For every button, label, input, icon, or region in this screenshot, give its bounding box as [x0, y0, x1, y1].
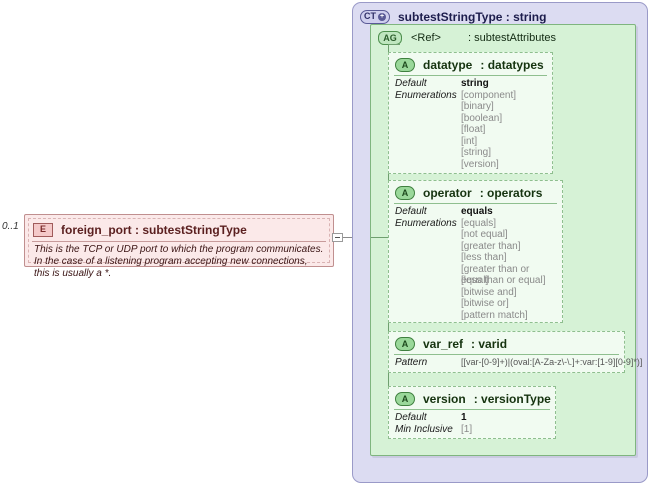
facet-list-var-ref: Pattern [[var-[0-9]+)|(oval:[A-Za-z\-\.]+… — [395, 357, 642, 369]
facet-row: [not equal] — [395, 229, 558, 241]
attribute-group-ref-label: <Ref> — [411, 32, 441, 44]
facet-value: [int] — [461, 135, 478, 147]
attribute-name-operator: operator — [423, 186, 472, 200]
facet-list-version: Default 1 Min Inclusive [1] — [395, 412, 551, 435]
facet-row: Min Inclusive [1] — [395, 424, 551, 436]
facet-value: [1] — [461, 423, 473, 435]
attribute-box-operator[interactable]: A operator : operators Default equals Enu… — [388, 180, 563, 323]
attribute-divider — [394, 354, 619, 355]
complextype-badge-label: CT — [364, 11, 376, 21]
attribute-name-datatype: datatype — [423, 58, 473, 72]
attribute-badge-icon: A — [395, 337, 415, 351]
facet-row: [less than or equal] — [395, 275, 558, 287]
facet-row: [greater than] — [395, 241, 558, 253]
facet-row: [version] — [395, 159, 548, 171]
facet-value: [bitwise or] — [461, 298, 509, 309]
facet-row: [bitwise and] — [395, 287, 558, 299]
facet-row: [pattern match] — [395, 310, 558, 322]
facet-label: Enumerations — [395, 217, 457, 229]
element-description: This is the TCP or UDP port to which the… — [34, 244, 324, 279]
facet-value: 1 — [461, 412, 467, 423]
facet-label: Enumerations — [395, 89, 457, 101]
facet-row: [float] — [395, 124, 548, 136]
attribute-header-datatype: A datatype : datatypes — [395, 56, 544, 74]
facet-value: [component] — [461, 89, 517, 101]
facet-label: Default — [395, 78, 427, 89]
facet-value: [[var-[0-9]+)|(oval:[A-Za-z\-\.]+:var:[1… — [461, 357, 643, 367]
facet-value: [greater than] — [461, 240, 521, 252]
attribute-group-header: AG <Ref> : subtestAttributes — [378, 30, 556, 46]
element-header: E foreign_port : subtestStringType — [33, 219, 327, 240]
facet-row: [less than] — [395, 252, 558, 264]
facet-row: Enumerations [component] — [395, 90, 548, 102]
element-name-label: foreign_port : subtestStringType — [61, 222, 247, 237]
attribute-header-var-ref: A var_ref : varid — [395, 335, 507, 353]
facet-value: equals — [461, 206, 493, 217]
attribute-badge-icon: A — [395, 186, 415, 200]
attribute-box-version[interactable]: A version : versionType Default 1 Min Inc… — [388, 386, 556, 439]
attribute-type-operator: : operators — [479, 186, 543, 200]
facet-row: [string] — [395, 147, 548, 159]
facet-row: Enumerations [equals] — [395, 218, 558, 230]
facet-row: Default equals — [395, 206, 558, 218]
facet-label: Pattern — [395, 357, 428, 368]
attribute-group-type-label: : subtestAttributes — [467, 32, 557, 44]
facet-value: [equals] — [461, 217, 497, 229]
attribute-box-var-ref[interactable]: A var_ref : varid Pattern [[var-[0-9]+)|(… — [388, 331, 642, 373]
attribute-badge-icon: A — [395, 58, 415, 72]
facet-value: [version] — [461, 158, 499, 170]
attribute-name-var-ref: var_ref — [423, 337, 464, 351]
complextype-expand-icon[interactable]: CT+ — [360, 9, 390, 24]
facet-row: [int] — [395, 136, 548, 148]
facet-value: [string] — [461, 147, 492, 158]
complextype-header: CT+ subtestStringType : string — [360, 8, 546, 25]
attribute-divider — [394, 75, 547, 76]
plus-icon: + — [378, 12, 386, 21]
attribute-badge-icon: A — [395, 392, 415, 406]
attribute-type-version: : versionType — [473, 392, 551, 406]
attribute-header-version: A version : versionType — [395, 390, 551, 408]
facet-row: Default 1 — [395, 412, 551, 424]
element-divider — [32, 241, 326, 242]
facet-value: [binary] — [461, 101, 494, 112]
facet-row: Pattern [[var-[0-9]+)|(oval:[A-Za-z\-\.]+… — [395, 357, 642, 369]
facet-label: Min Inclusive — [395, 423, 453, 435]
facet-value: [pattern match] — [461, 309, 528, 321]
facet-row: [greater than or equal] — [395, 264, 558, 287]
facet-value: [float] — [461, 124, 486, 135]
minus-box-icon[interactable] — [332, 233, 343, 242]
element-box-foreign-port[interactable]: E foreign_port : subtestStringType This … — [24, 214, 334, 279]
tree-branch-datatype — [388, 44, 400, 45]
facet-list-datatype: Default string Enumerations [component] [b… — [395, 78, 548, 170]
facet-row: [binary] — [395, 101, 548, 113]
facet-value: [bitwise and] — [461, 286, 517, 298]
facet-value: [boolean] — [461, 112, 503, 124]
attribute-group-icon: AG — [378, 31, 402, 45]
tree-root-stem — [371, 237, 389, 238]
attribute-type-var-ref: : varid — [471, 337, 508, 351]
element-badge-icon: E — [33, 222, 53, 237]
attribute-divider — [394, 203, 557, 204]
facet-label: Default — [395, 206, 427, 217]
facet-value: [greater than or equal] — [461, 263, 530, 287]
facet-label: Default — [395, 412, 427, 423]
attribute-header-operator: A operator : operators — [395, 184, 542, 202]
attribute-type-datatype: : datatypes — [480, 58, 544, 72]
attribute-box-datatype[interactable]: A datatype : datatypes Default string Enu… — [388, 52, 553, 174]
complextype-name-label: subtestStringType : string — [398, 9, 547, 24]
facet-row: [bitwise or] — [395, 298, 558, 310]
element-cardinality: 0..1 — [2, 221, 19, 232]
attribute-name-version: version — [423, 392, 466, 406]
facet-value: [not equal] — [461, 229, 508, 240]
facet-row: [boolean] — [395, 113, 548, 125]
facet-value: string — [461, 78, 489, 89]
facet-list-operator: Default equals Enumerations [equals] [not … — [395, 206, 558, 321]
facet-row: Default string — [395, 78, 548, 90]
attribute-divider — [394, 409, 550, 410]
facet-value: [less than or equal] — [461, 275, 546, 286]
facet-value: [less than] — [461, 252, 507, 263]
